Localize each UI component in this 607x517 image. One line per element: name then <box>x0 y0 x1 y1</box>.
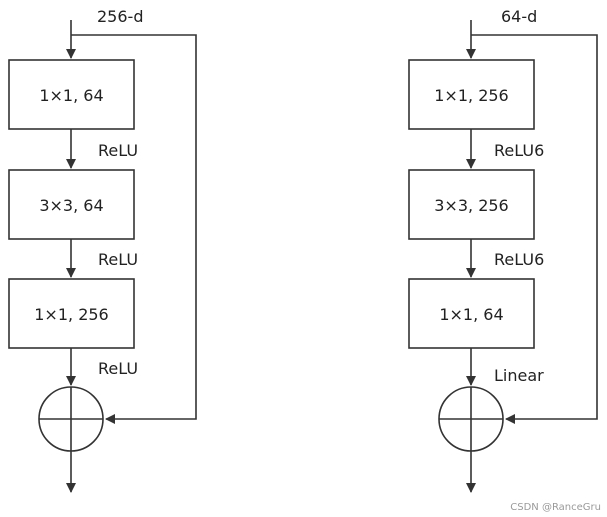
right-input-label: 64-d <box>501 7 537 26</box>
left-conv-box-3-label: 1×1, 256 <box>34 305 108 324</box>
right-residual-block <box>408 20 598 493</box>
right-activation-3: Linear <box>494 366 544 385</box>
left-conv-box-2-label: 3×3, 64 <box>39 196 103 215</box>
right-activation-2: ReLU6 <box>494 250 544 269</box>
left-residual-block <box>8 20 197 493</box>
left-input-label: 256-d <box>97 7 143 26</box>
left-conv-box-1-label: 1×1, 64 <box>39 86 103 105</box>
left-skip-connection <box>71 34 197 424</box>
right-activation-1: ReLU6 <box>494 141 544 160</box>
left-activation-3: ReLU <box>98 359 138 378</box>
right-conv-box-2 <box>408 169 535 240</box>
right-skip-connection <box>471 34 598 424</box>
left-activation-2: ReLU <box>98 250 138 269</box>
right-conv-box-2-label: 3×3, 256 <box>434 196 508 215</box>
watermark: CSDN @RanceGru <box>510 502 601 513</box>
left-activation-1: ReLU <box>98 141 138 160</box>
left-conv-box-3 <box>8 278 135 349</box>
left-conv-box-1 <box>8 59 135 130</box>
left-conv-box-2 <box>8 169 135 240</box>
right-conv-box-1-label: 1×1, 256 <box>434 86 508 105</box>
right-conv-box-3-label: 1×1, 64 <box>439 305 503 324</box>
